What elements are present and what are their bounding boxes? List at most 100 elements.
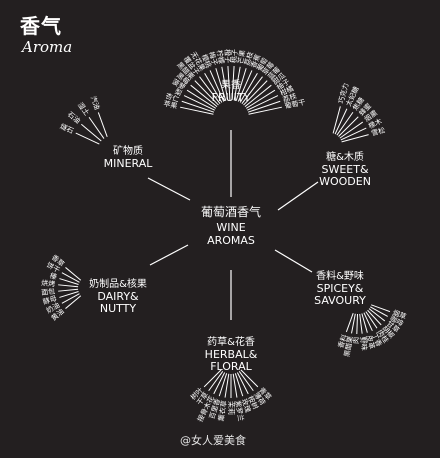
category-spicey-cn: 香料&野味 [316, 269, 364, 282]
leaf-dairy-line [59, 291, 79, 298]
center-label-en-1: WINE [216, 221, 245, 234]
leaf-spicey-label: 皮革 [364, 334, 377, 350]
category-spicey-en-2: SAVOURY [314, 294, 366, 307]
spoke-dairy [149, 244, 189, 266]
leaf-fruity-line [235, 68, 247, 101]
leaf-fruity-label: 柠檬 [215, 49, 226, 64]
leaf-spicey-line [361, 313, 368, 333]
category-herbal-cn: 药草&花香 [207, 335, 255, 348]
leaf-spicey-line [359, 313, 363, 334]
leaf-herbal-line [234, 373, 244, 397]
leaf-fruity-label: 葡萄干 [284, 97, 306, 110]
leaf-herbal-line [208, 371, 224, 392]
category-sweet-en-1: SWEET& [321, 163, 368, 176]
leaf-mineral-label: 石油 [66, 110, 83, 126]
leaf-dairy-line [65, 267, 82, 281]
leaf-sweet-line [339, 121, 364, 139]
leaf-fruity-label: 橙子 [223, 49, 233, 64]
leaf-fruity-label: 桃子 [229, 49, 239, 64]
leaf-spicey-line [356, 313, 359, 334]
leaf-herbal-line [232, 373, 238, 398]
leaf-mineral-line [97, 112, 108, 138]
category-fruity-cn: 果香 [221, 79, 241, 91]
leaf-spicey-label: 肉 [351, 337, 360, 344]
category-herbal-en-2: FLORAL [210, 360, 252, 373]
leaf-fruity-label: 苹果 [163, 99, 179, 111]
leaf-spicey-line [351, 313, 356, 334]
leaf-dairy-label: 酵母 [42, 295, 58, 307]
leaf-fruity-label: 芒果 [236, 49, 247, 64]
leaf-herbal-line [213, 372, 226, 395]
category-spicey-en-1: SPICEY& [317, 282, 364, 295]
leaf-herbal-line [218, 373, 228, 397]
leaf-herbal-label: 薰衣草 [216, 400, 228, 422]
category-herbal-en-1: HERBAL& [205, 348, 258, 361]
leaf-fruity-line [237, 70, 253, 102]
leaf-spicey-line [370, 306, 388, 317]
leaf-sweet-line [334, 108, 348, 135]
leaf-sweet-line [336, 111, 354, 136]
leaf-fruity-line [180, 106, 214, 115]
leaf-fruity-line [199, 76, 221, 104]
leaf-spicey-line [365, 311, 378, 329]
leaf-herbal-label: 玫瑰 [240, 397, 253, 413]
leaf-spicey-label: 野味 [359, 336, 370, 351]
leaf-fruity-line [233, 66, 241, 101]
leaf-fruity-line [204, 72, 223, 103]
leaf-fruity-line [244, 84, 272, 108]
leaf-dairy-line [58, 288, 79, 292]
leaf-herbal-line [224, 373, 230, 398]
leaf-fruity-line [183, 95, 215, 111]
leaf-spicey-line [370, 304, 391, 313]
leaf-fruity-line [209, 70, 225, 102]
leaf-fruity-line [221, 66, 229, 101]
leaf-dairy-line [59, 278, 79, 285]
category-sweet-en-2: WOODEN [319, 175, 371, 188]
spoke-spicey [274, 249, 313, 273]
leaf-fruity-line [248, 106, 282, 115]
leaf-fruity-line [247, 95, 279, 111]
category-mineral-cn: 矿物质 [113, 144, 143, 157]
watermark: @女人爱美食 [180, 434, 246, 447]
leaf-herbal-line [238, 371, 254, 392]
category-mineral-en-1: MINERAL [104, 157, 154, 170]
leaf-herbal-line [203, 369, 222, 388]
leaf-fruity-line [227, 66, 231, 101]
leaf-fruity-label: 荔枝 [281, 91, 297, 104]
leaf-fruity-line [190, 84, 218, 108]
leaf-fruity-line [245, 89, 276, 109]
leaf-dairy-label: 烘烤 [41, 278, 56, 288]
leaf-dairy-line [61, 293, 80, 304]
leaf-mineral-line [75, 132, 100, 145]
leaf-spicey-line [363, 312, 373, 332]
leaf-fruity-line [231, 66, 235, 101]
header-title-en: Aroma [22, 38, 73, 56]
leaf-fruity-line [247, 100, 281, 113]
leaf-fruity-label: 梅子 [207, 51, 220, 67]
category-dairy-cn: 奶制品&核果 [89, 277, 147, 290]
leaf-spicey-line [367, 309, 382, 326]
leaf-dairy-line [61, 272, 80, 283]
leaf-fruity-line [186, 89, 217, 109]
center-label-cn: 葡萄酒香气 [201, 204, 261, 219]
leaf-sweet-line [341, 134, 369, 143]
leaf-mineral-label: 燧石 [59, 121, 75, 135]
leaf-fruity-line [181, 100, 215, 113]
center-label-en-2: AROMAS [207, 234, 255, 247]
leaf-dairy-line [58, 284, 79, 288]
leaf-fruity-label: 荔枝 [242, 51, 255, 67]
leaf-mineral-label: 汽油 [89, 95, 102, 111]
leaf-herbal-label: 紫罗兰 [233, 400, 245, 422]
category-fruity-en-1: FRUITY [212, 91, 251, 104]
leaf-fruity-line [194, 80, 219, 106]
leaf-dairy-label: 面包 [41, 287, 56, 297]
leaf-fruity-line [239, 72, 258, 103]
leaf-fruity-line [241, 76, 263, 104]
leaf-sweet-line [338, 116, 359, 137]
category-sweet-cn: 糖&木质 [326, 150, 364, 163]
leaf-sweet-label: 雪松 [370, 125, 386, 137]
leaf-fruity-label: 杏仁 [164, 91, 180, 104]
leaf-sweet-line [332, 106, 341, 134]
leaf-herbal-line [236, 372, 249, 395]
